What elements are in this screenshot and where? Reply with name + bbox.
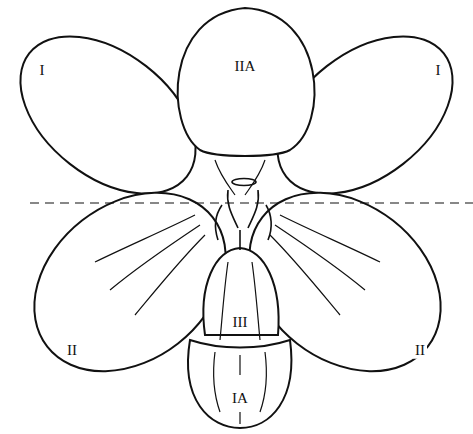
part-label: II (413, 342, 427, 359)
dorsal-sepal (178, 8, 315, 156)
dashed-axis (30, 202, 473, 203)
part-label: I (434, 62, 443, 79)
lip-upper (203, 248, 278, 335)
lip-lower (188, 340, 291, 428)
part-label: I (38, 62, 47, 79)
petal-veins (95, 160, 380, 424)
part-label: III (231, 314, 250, 331)
part-label: IA (230, 390, 250, 407)
column (216, 179, 272, 251)
part-label: IIA (233, 58, 258, 75)
part-label: II (65, 342, 79, 359)
